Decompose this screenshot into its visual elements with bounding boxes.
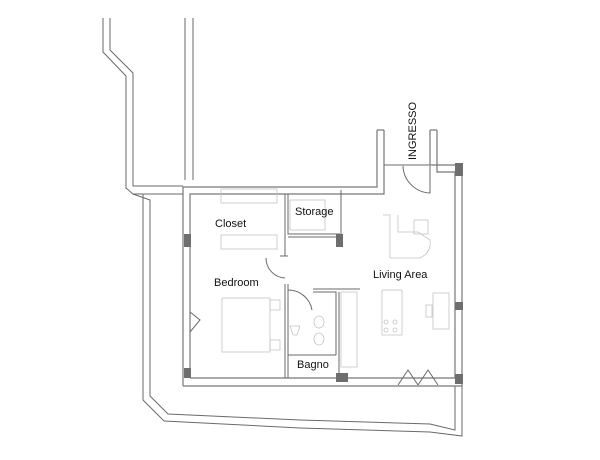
- kitchen-island: [381, 289, 403, 336]
- closet-rail-bottom: [220, 234, 278, 250]
- sofa: [383, 214, 431, 259]
- closet-rail-top: [220, 188, 278, 204]
- terrace-outline: [102, 18, 463, 437]
- doors: [189, 165, 439, 386]
- toilet: [313, 315, 325, 329]
- sink: [289, 325, 301, 336]
- interior-walls: [280, 190, 360, 378]
- storage-unit: [289, 199, 326, 231]
- label-closet: Closet: [215, 218, 246, 230]
- furniture: [220, 188, 450, 368]
- label-storage: Storage: [295, 206, 334, 218]
- kitchen-counter: [340, 291, 358, 368]
- dining-table: [432, 292, 450, 330]
- label-bedroom: Bedroom: [214, 277, 259, 289]
- bed: [221, 297, 271, 353]
- bidet: [313, 332, 325, 346]
- label-bathroom: Bagno: [297, 359, 329, 371]
- label-living-area: Living Area: [373, 269, 428, 281]
- armchair: [413, 219, 429, 235]
- structural-columns: [184, 163, 463, 384]
- label-entrance: INGRESSO: [407, 101, 419, 160]
